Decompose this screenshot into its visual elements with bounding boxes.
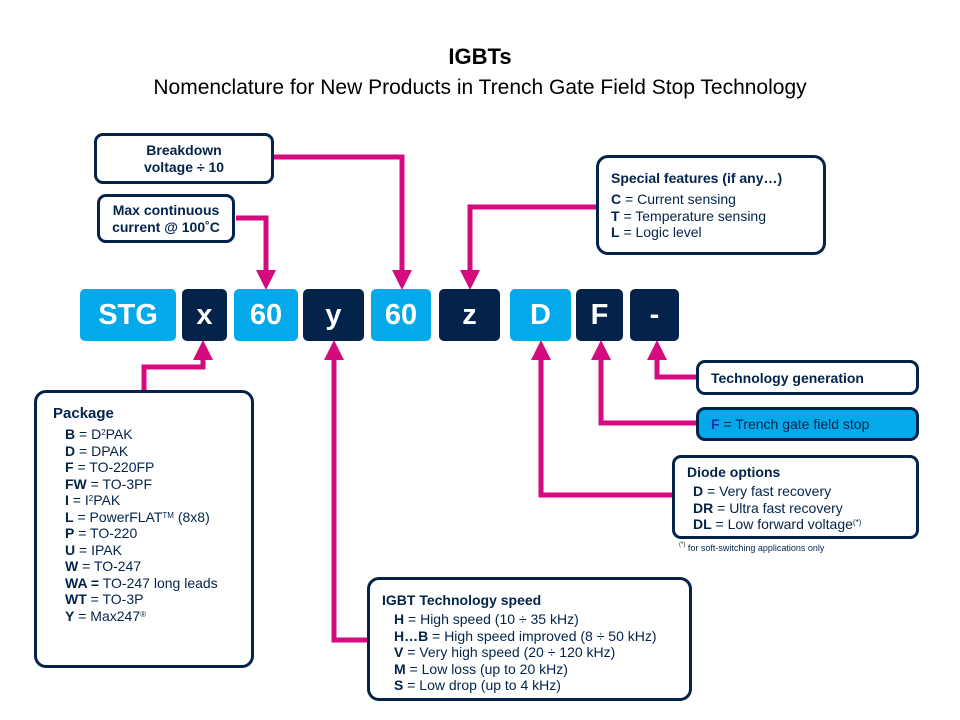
speed-item: S = Low drop (up to 4 kHz) [394,677,561,693]
code-segment-speed: y [303,289,364,341]
code-segment-current: 60 [234,289,298,341]
diode-item: DL = Low forward voltage(*) [693,516,862,532]
connector-diode [531,340,672,498]
code-segment-voltage: 60 [371,289,431,341]
code-segment-stg: STG [80,289,176,341]
speed-item: H…B = High speed improved (8 ÷ 50 kHz) [394,627,657,644]
diode-title: Diode options [687,464,781,480]
current-line1: Max continuous [112,202,220,218]
code-segment-diode: D [510,289,571,341]
speed-title: IGBT Technology speed [382,592,542,608]
package-item: FW = TO-3PF [65,475,152,492]
package-item: B = D2PAK [65,426,133,442]
speed-item: H = High speed (10 ÷ 35 kHz) [394,611,579,627]
max-current-box: Max continuous current @ 100˚C [97,194,235,243]
diode-footnote: (*) for soft-switching applications only [679,542,825,553]
package-item: WA = TO-247 long leads [65,574,218,591]
code-segment-generation: - [630,289,679,341]
diode-options-box: Diode options D = Very fast recovery DR … [672,455,919,539]
breakdown-line2: voltage ÷ 10 [143,159,225,175]
diode-item: D = Very fast recovery [693,483,832,499]
special-title: Special features (if any…) [611,170,783,186]
special-item: C = Current sensing [611,191,736,207]
connector-trench [591,340,697,426]
package-item: D = DPAK [65,442,129,459]
connector-current [236,215,276,290]
connector-package [141,340,213,390]
speed-item: V = Very high speed (20 ÷ 120 kHz) [394,644,616,660]
package-item: U = IPAK [65,541,122,558]
trench-item: F = Trench gate field stop [711,416,870,432]
code-segment-trench: F [576,289,623,341]
package-item: L = PowerFLATTM (8x8) [65,508,210,525]
connector-breakdown [272,154,412,290]
current-line2: current @ 100˚C [112,219,220,235]
breakdown-line1: Breakdown [146,142,222,158]
techgen-title: Technology generation [711,370,864,386]
speed-item: M = Low loss (up to 20 kHz) [394,660,568,677]
package-item: Y = Max247® [65,607,147,624]
breakdown-voltage-box: Breakdown voltage ÷ 10 [94,133,274,184]
connector-speed [324,340,368,643]
package-item: WT = TO-3P [65,591,144,607]
package-item: W = TO-247 [65,558,142,574]
package-item: I = I2PAK [65,492,121,508]
diode-item: DR = Ultra fast recovery [693,499,843,516]
special-item: L = Logic level [611,224,702,240]
package-box: Package B = D2PAK D = DPAK F = TO-220FP … [34,390,254,668]
trench-gate-box: F = Trench gate field stop [696,407,919,441]
diagram-subtitle: Nomenclature for New Products in Trench … [153,76,807,99]
connector-special [460,204,597,290]
package-item: P = TO-220 [65,525,138,541]
diagram-title: IGBTs [448,44,512,69]
code-segment-package: x [182,289,227,341]
special-item: T = Temperature sensing [611,207,767,224]
technology-speed-box: IGBT Technology speed H = High speed (10… [367,577,692,701]
connector-techgen [647,340,697,380]
code-segment-special: z [439,289,500,341]
technology-generation-box: Technology generation [696,360,919,395]
special-features-box: Special features (if any…) C = Current s… [596,155,826,255]
package-item: F = TO-220FP [65,459,155,475]
package-title: Package [53,405,114,422]
